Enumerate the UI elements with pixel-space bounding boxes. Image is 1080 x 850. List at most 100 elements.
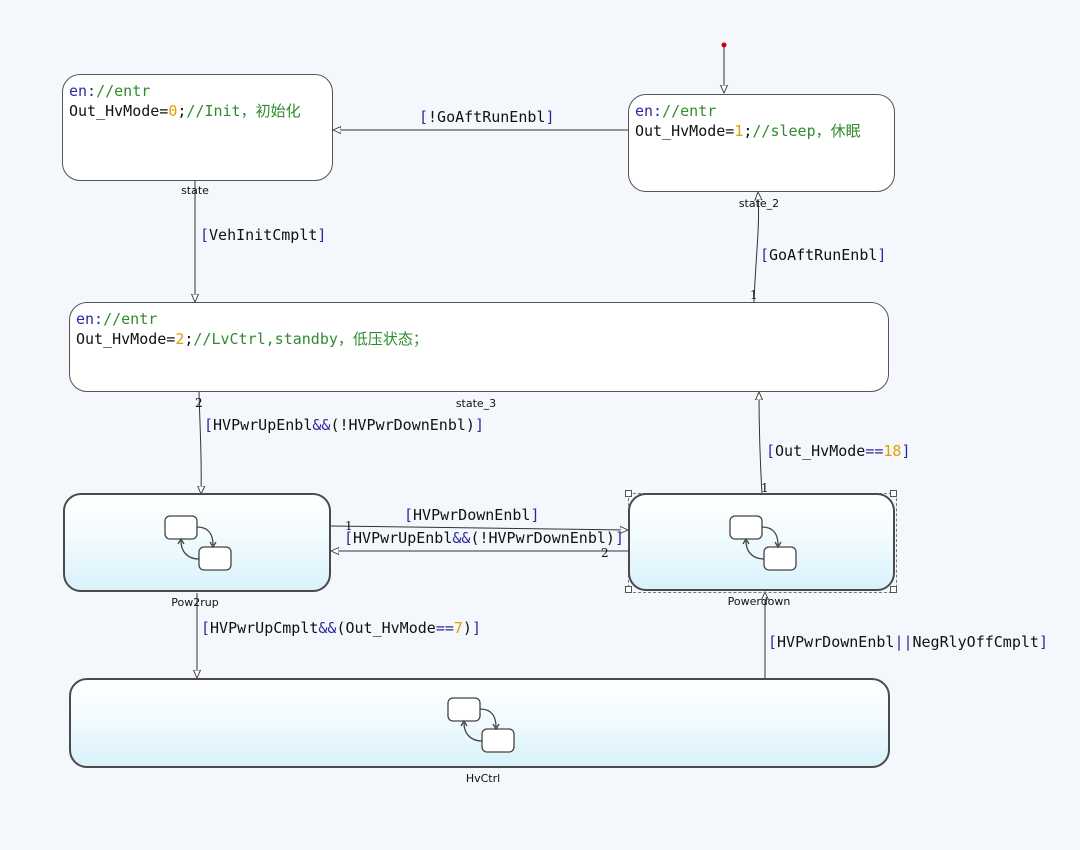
bracket-open: [	[419, 108, 429, 126]
bracket-close: ]	[530, 506, 540, 524]
action-comment: //sleep，休眠	[752, 122, 861, 140]
transition-label-veh-init[interactable]: [VehInitCmplt]	[200, 226, 326, 244]
transition-label-not-go-aft-run[interactable]: [!GoAftRunEnbl]	[419, 108, 554, 126]
transition-label-pwr-up-cmplt[interactable]: [HVPwrUpCmplt&&(Out_HvMode==7)]	[201, 619, 481, 637]
default-transition-dot[interactable]	[721, 42, 727, 48]
entry-comment: //entr	[662, 102, 717, 120]
condition-operator: ==	[865, 442, 884, 460]
bracket-open: [	[768, 633, 778, 651]
subchart-powerdown-label: Powerdown	[727, 595, 791, 608]
transition-label-out-mode-18[interactable]: [Out_HvMode==18]	[766, 442, 911, 460]
state-sleep-code: en://entr Out_HvMode=1;//sleep，休眠	[635, 101, 861, 141]
transition-label-pwr-up[interactable]: [HVPwrUpEnbl&&(!HVPwrDownEnbl)]	[204, 416, 484, 434]
subchart-pow2rup[interactable]	[63, 493, 331, 592]
bracket-open: [	[404, 506, 414, 524]
condition-operator: &&	[318, 619, 337, 637]
action-value: 1	[734, 122, 744, 140]
subchart-hvctrl[interactable]	[69, 678, 890, 768]
bracket-close: ]	[901, 442, 911, 460]
action-value: 2	[175, 330, 185, 348]
state-standby[interactable]: en://entr Out_HvMode=2;//LvCtrl,standby，…	[69, 302, 889, 392]
condition-operator: &&	[312, 416, 331, 434]
selection-handle-tr[interactable]	[890, 490, 897, 497]
condition-text: !GoAftRunEnbl	[428, 108, 546, 126]
transition-priority: 1	[345, 519, 353, 533]
subchart-icon	[447, 697, 515, 753]
condition-a: Out_HvMode	[775, 442, 866, 460]
condition-operator: ||	[894, 633, 913, 651]
state-sleep[interactable]: en://entr Out_HvMode=1;//sleep，休眠	[628, 94, 895, 192]
transition-pow2rup-to-powerdown[interactable]	[330, 525, 628, 530]
transition-priority: 2	[601, 546, 609, 560]
condition-text: GoAftRunEnbl	[769, 246, 878, 264]
selection-handle-bl[interactable]	[625, 586, 632, 593]
entry-comment: //entr	[103, 310, 158, 328]
entry-keyword: en:	[635, 102, 663, 120]
subchart-icon	[729, 515, 797, 571]
transition-state3-to-state2[interactable]	[753, 192, 759, 303]
subchart-hvctrl-label: HvCtrl	[465, 772, 501, 785]
action-assign: Out_HvMode=	[76, 330, 176, 348]
condition-operator: &&	[452, 529, 471, 547]
transition-label-pwr-up-left[interactable]: [HVPwrUpEnbl&&(!HVPwrDownEnbl)]	[344, 529, 624, 547]
transition-powerdown-to-state3[interactable]	[759, 392, 762, 495]
entry-keyword: en:	[69, 82, 97, 100]
subchart-icon	[164, 515, 232, 571]
condition-number: 7	[453, 619, 463, 637]
action-comment: //LvCtrl,standby，低压状态；	[193, 330, 428, 348]
bracket-close: ]	[614, 529, 624, 547]
bracket-close: ]	[474, 416, 484, 434]
transition-label-pwr-down-right[interactable]: [HVPwrDownEnbl]	[404, 506, 539, 524]
condition-close-paren: )	[462, 619, 472, 637]
action-comment: //Init，初始化	[186, 102, 301, 120]
transition-state3-to-pow2rup[interactable]	[199, 391, 201, 494]
bracket-open: [	[760, 246, 770, 264]
bracket-close: ]	[471, 619, 481, 637]
transition-priority: 1	[750, 288, 758, 302]
condition-number: 18	[883, 442, 902, 460]
action-assign: Out_HvMode=	[69, 102, 169, 120]
subchart-pow2rup-label: Pow2rup	[171, 596, 219, 609]
bracket-open: [	[200, 226, 210, 244]
state-init[interactable]: en://entr Out_HvMode=0;//Init，初始化	[62, 74, 333, 181]
condition-a: HVPwrDownEnbl	[777, 633, 895, 651]
condition-text: HVPwrDownEnbl	[413, 506, 531, 524]
bracket-open: [	[201, 619, 211, 637]
entry-keyword: en:	[76, 310, 104, 328]
bracket-close: ]	[317, 226, 327, 244]
state-standby-label: state_3	[455, 397, 497, 410]
bracket-close: ]	[545, 108, 555, 126]
condition-a: HVPwrUpEnbl	[213, 416, 313, 434]
action-semicolon: ;	[743, 122, 753, 140]
bracket-open: [	[204, 416, 214, 434]
condition-a: HVPwrUpEnbl	[353, 529, 453, 547]
selection-handle-tl[interactable]	[625, 490, 632, 497]
bracket-open: [	[344, 529, 354, 547]
transition-priority: 1	[761, 481, 769, 495]
state-init-code: en://entr Out_HvMode=0;//Init，初始化	[69, 81, 301, 121]
condition-b: (!HVPwrDownEnbl)	[330, 416, 475, 434]
condition-b: (!HVPwrDownEnbl)	[470, 529, 615, 547]
state-standby-code: en://entr Out_HvMode=2;//LvCtrl,standby，…	[76, 309, 428, 349]
bracket-close: ]	[1038, 633, 1048, 651]
state-init-label: state	[181, 184, 209, 197]
subchart-powerdown[interactable]	[628, 493, 895, 591]
transition-label-pwr-down-or[interactable]: [HVPwrDownEnbl||NegRlyOffCmplt]	[768, 633, 1048, 651]
condition-text: VehInitCmplt	[209, 226, 318, 244]
action-assign: Out_HvMode=	[635, 122, 735, 140]
condition-b: NegRlyOffCmplt	[912, 633, 1039, 651]
action-semicolon: ;	[184, 330, 194, 348]
action-semicolon: ;	[177, 102, 187, 120]
state-sleep-label: state_2	[738, 197, 780, 210]
transition-label-go-aft-run[interactable]: [GoAftRunEnbl]	[760, 246, 886, 264]
condition-a: HVPwrUpCmplt	[210, 619, 319, 637]
bracket-close: ]	[877, 246, 887, 264]
selection-handle-br[interactable]	[890, 586, 897, 593]
transition-priority: 2	[195, 396, 203, 410]
action-value: 0	[168, 102, 178, 120]
condition-b: (Out_HvMode	[336, 619, 436, 637]
bracket-open: [	[766, 442, 776, 460]
entry-comment: //entr	[96, 82, 151, 100]
condition-operator: ==	[435, 619, 454, 637]
